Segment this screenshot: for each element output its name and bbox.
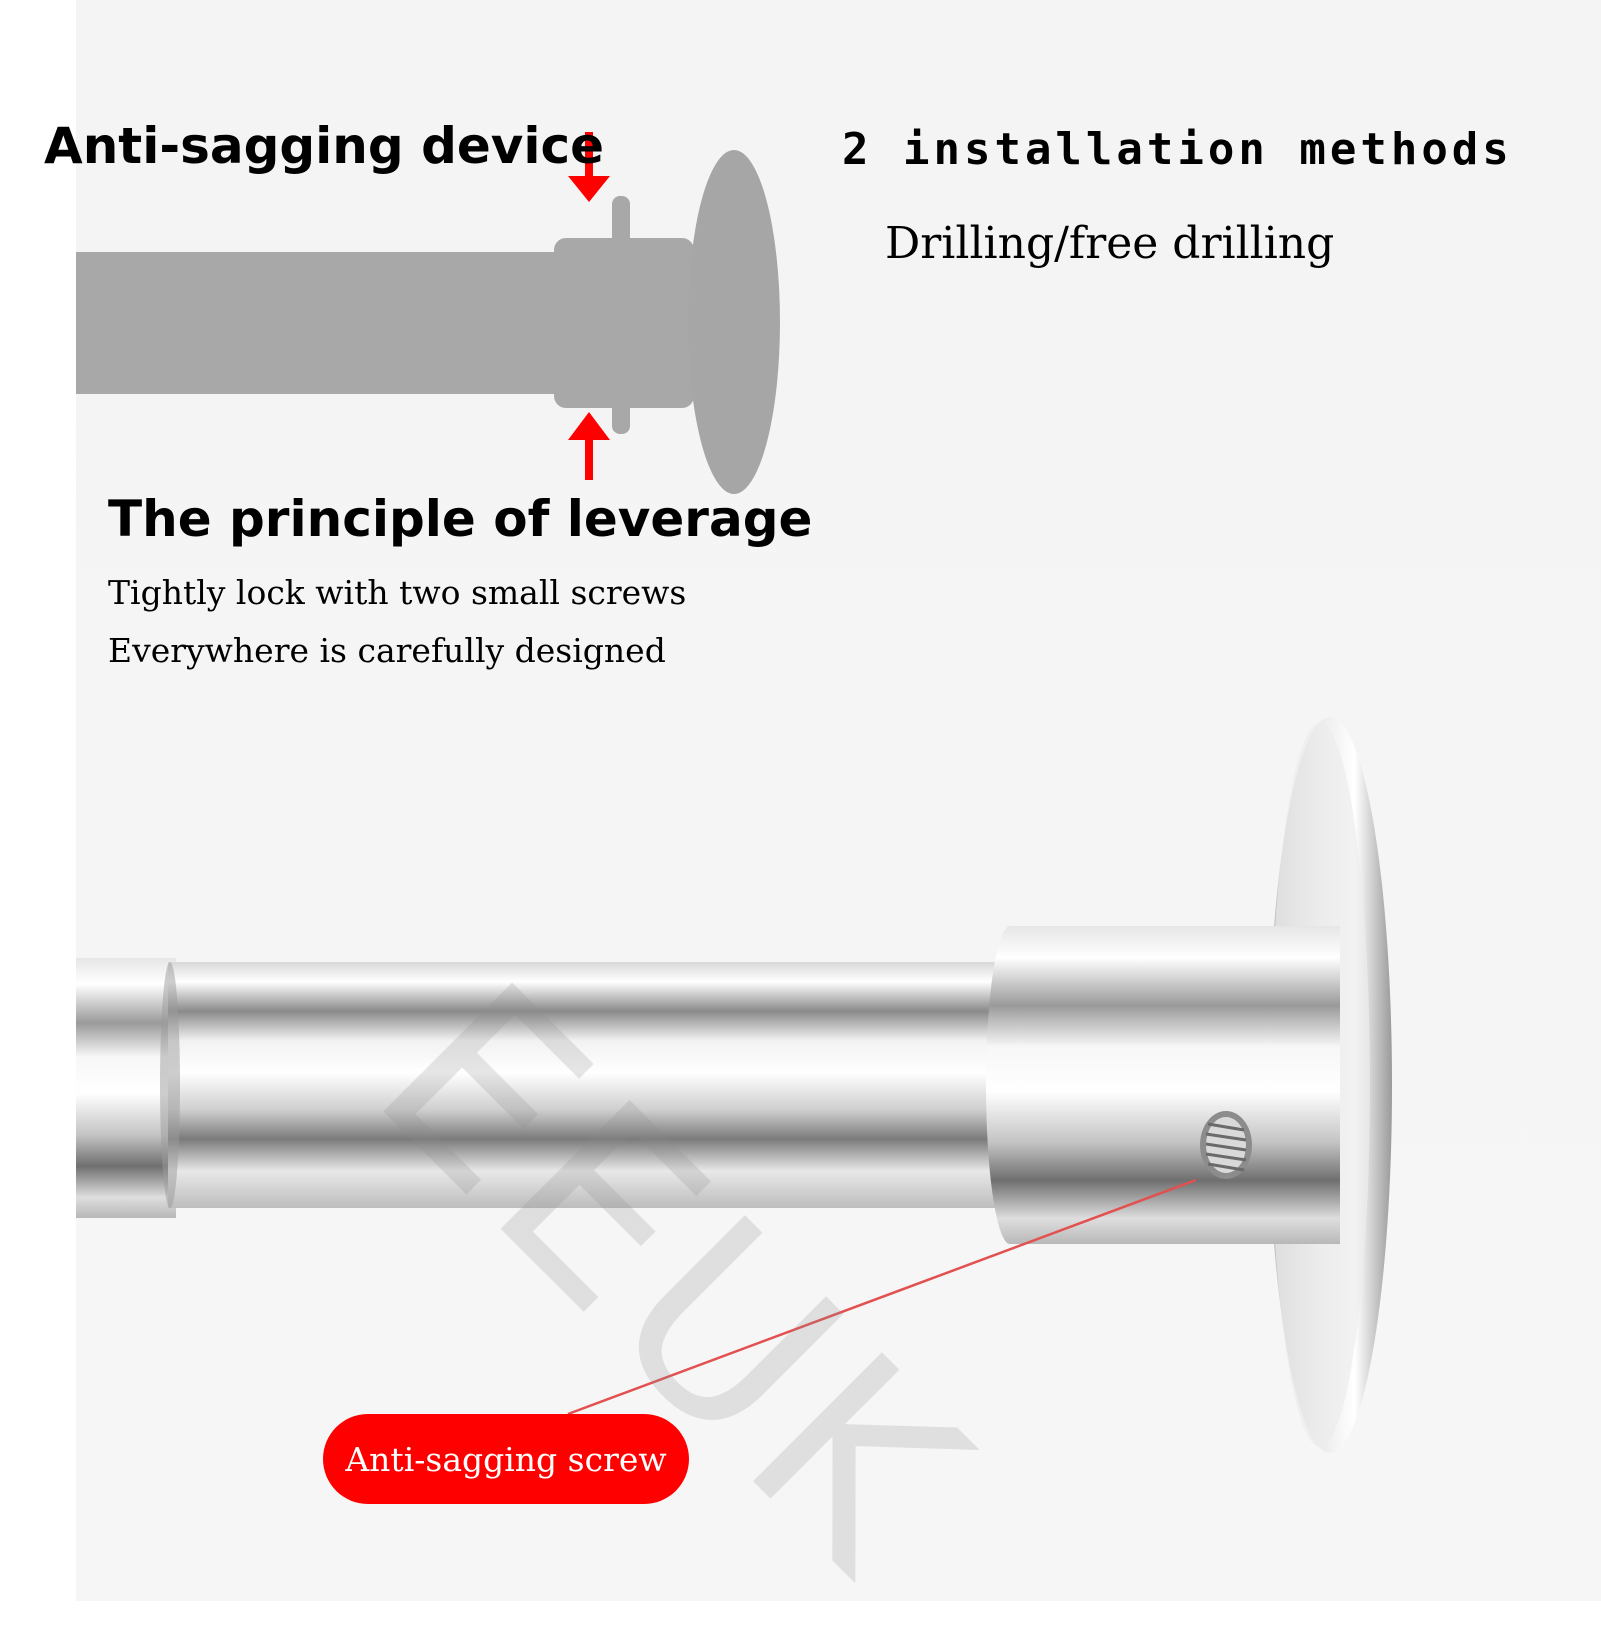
anti-sagging-screw-callout: Anti-sagging screw <box>323 1414 689 1504</box>
schematic-rod <box>76 150 780 494</box>
anti-sagging-device-heading: Anti-sagging device <box>44 117 605 175</box>
arrow-up-icon <box>568 412 610 480</box>
drilling-subtitle: Drilling/free drilling <box>885 218 1335 269</box>
lock-screws-text: Tightly lock with two small screws <box>108 573 687 612</box>
chrome-rod <box>76 717 1392 1453</box>
callout-label: Anti-sagging screw <box>345 1439 667 1479</box>
installation-methods-heading: 2 installation methods <box>842 124 1513 175</box>
principle-heading: The principle of leverage <box>108 490 813 548</box>
screw-icon <box>1200 1111 1252 1179</box>
designed-text: Everywhere is carefully designed <box>108 631 666 670</box>
arrow-down-icon <box>568 132 610 202</box>
